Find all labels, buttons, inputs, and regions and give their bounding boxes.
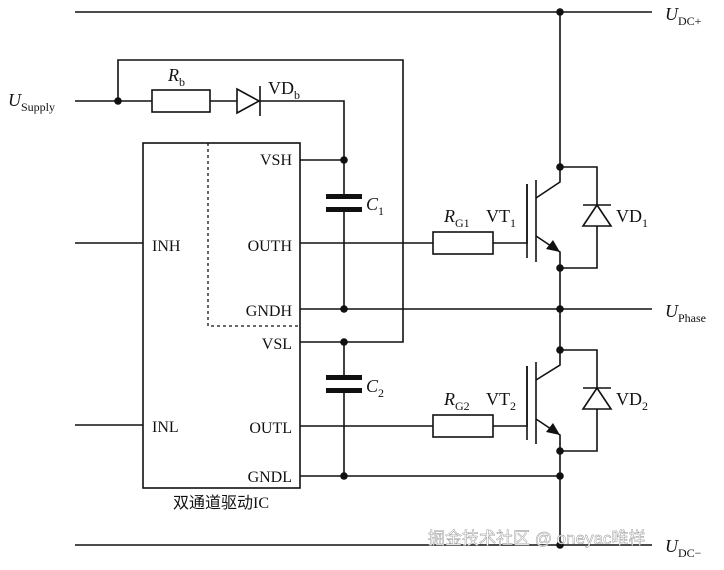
junction-gndl [340,472,348,480]
vt1-emitter [535,235,561,268]
vd2-top-wire [560,349,598,388]
pin-gndh: GNDH [246,303,293,320]
pin-gndl: GNDL [248,469,292,486]
udc-minus-label: UDC− [665,536,702,560]
pin-vsh: VSH [260,152,292,169]
usupply-label: USupply [8,90,55,114]
vd1-bottom-wire [560,226,598,269]
rg1-resistor [432,231,494,255]
pin-outh: OUTH [248,238,293,255]
vdb-diode [236,87,261,115]
c1-plate-top [326,194,362,199]
vdb-to-c1-wire [260,100,345,160]
rg2-resistor [432,414,494,438]
vt1-emitter-arrow [546,240,560,252]
pin-outl: OUTL [249,420,292,437]
pin-inl: INL [152,419,179,436]
vd2-label: VD2 [616,389,648,413]
supply-to-vsl-wire [117,59,404,343]
vd1-diode [581,203,613,227]
rg1-label: RG1 [443,206,470,230]
high-side-boundary [207,143,300,327]
rb-resistor [151,89,211,113]
ic-caption: 双通道驱动IC [173,494,269,512]
rb-label: Rb [167,65,185,89]
vt2-label: VT2 [486,389,516,413]
rg2-label: RG2 [443,389,470,413]
vd2-bottom-wire [560,409,598,452]
vt2-emitter-arrow [546,423,560,435]
vd2-diode [581,386,613,410]
vt1-label: VT1 [486,206,516,230]
vt2-collector [535,350,561,381]
c2-plate-top [326,375,362,380]
pin-inh: INH [152,238,181,255]
watermark-text: 掘金技术社区 @ oneyac唯样 [428,529,646,548]
c1-label: C1 [366,194,384,218]
vd1-top-wire [560,166,598,205]
c1-plate-bottom [326,207,362,212]
udc-plus-label: UDC+ [665,4,702,28]
vdb-label: VDb [268,78,300,102]
vt2-emitter [535,418,561,451]
junction-gndh [340,305,348,313]
c2-label: C2 [366,376,384,400]
uphase-label: UPhase [665,301,706,325]
pin-vsl: VSL [262,336,292,353]
vt1-collector [535,167,561,199]
c2-plate-bottom [326,388,362,393]
vd1-label: VD1 [616,206,648,230]
driver-ic-body [142,142,301,489]
